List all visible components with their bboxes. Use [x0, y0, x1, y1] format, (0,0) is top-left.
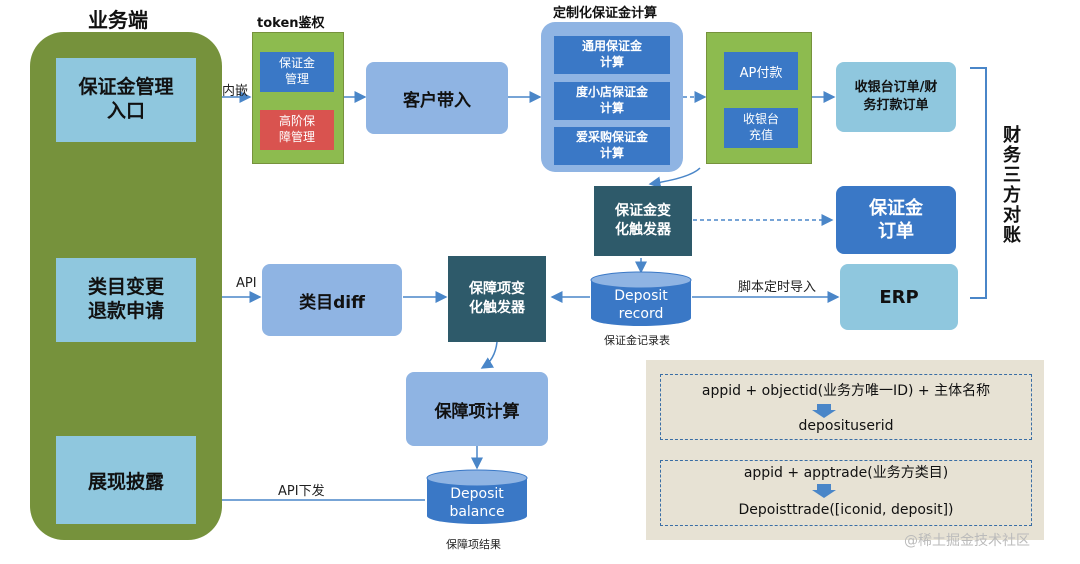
watermark: @稀土掘金技术社区: [904, 533, 1030, 549]
custom-calc-title: 定制化保证金计算: [553, 6, 658, 21]
embed-label: 内嵌: [222, 84, 249, 99]
legend-box-1: [660, 374, 1032, 440]
deposit-balance-caption: 保障项结果: [446, 538, 501, 551]
legend-line2-result: Depoisttrade([iconid, deposit]): [738, 502, 954, 518]
legend-line1: appid + objectid(业务方唯一ID) + 主体名称: [701, 383, 991, 399]
deposit-balance[interactable]: Deposit balance: [449, 485, 505, 520]
token-deposit-management[interactable]: 保证金 管理: [260, 52, 334, 92]
business-end-title: 业务端: [88, 8, 148, 32]
arrow-calc-trigger: [648, 167, 701, 189]
calc-aicaigou[interactable]: 爱采购保证金 计算: [554, 127, 670, 165]
guarantee-calc[interactable]: 保障项计算: [406, 372, 548, 446]
legend-box-2: [660, 460, 1032, 526]
category-refund-request[interactable]: 类目变更 退款申请: [56, 258, 196, 342]
script-import-label: 脚本定时导入: [738, 280, 817, 295]
deposit-record-caption: 保证金记录表: [604, 334, 670, 347]
cashier-recharge[interactable]: 收银台 充值: [724, 108, 798, 148]
category-diff[interactable]: 类目diff: [262, 264, 402, 336]
api-down-label: API下发: [278, 484, 325, 499]
deposit-change-trigger[interactable]: 保证金变 化触发器: [594, 186, 692, 256]
finance-bracket: [970, 67, 987, 299]
legend-panel: [646, 360, 1044, 540]
finance-reconcile-text: 财务三方对账: [1000, 125, 1021, 245]
token-guarantee-management[interactable]: 高阶保 障管理: [260, 110, 334, 150]
calc-general[interactable]: 通用保证金 计算: [554, 36, 670, 74]
cashier-order[interactable]: 收银台订单/财 务打款订单: [836, 62, 956, 132]
legend-line1-result: deposituserid: [798, 418, 894, 434]
ap-payment[interactable]: AP付款: [724, 52, 798, 90]
calc-duxiaodian[interactable]: 度小店保证金 计算: [554, 82, 670, 120]
erp-node[interactable]: ERP: [840, 264, 958, 330]
token-auth-title: token鉴权: [257, 16, 325, 31]
customer-node[interactable]: 客户带入: [366, 62, 508, 134]
display-disclosure[interactable]: 展现披露: [56, 436, 196, 524]
arrow-gtrigger-gcalc: [480, 341, 498, 369]
finance-reconcile: 财务三方对账: [996, 100, 1024, 270]
guarantee-change-trigger[interactable]: 保障项变 化触发器: [448, 256, 546, 342]
deposit-record[interactable]: Deposit record: [614, 287, 668, 322]
legend-line2: appid + apptrade(业务方类目): [743, 465, 949, 481]
api-label: API: [236, 276, 257, 291]
deposit-management-entry[interactable]: 保证金管理 入口: [56, 58, 196, 142]
deposit-order[interactable]: 保证金 订单: [836, 186, 956, 254]
